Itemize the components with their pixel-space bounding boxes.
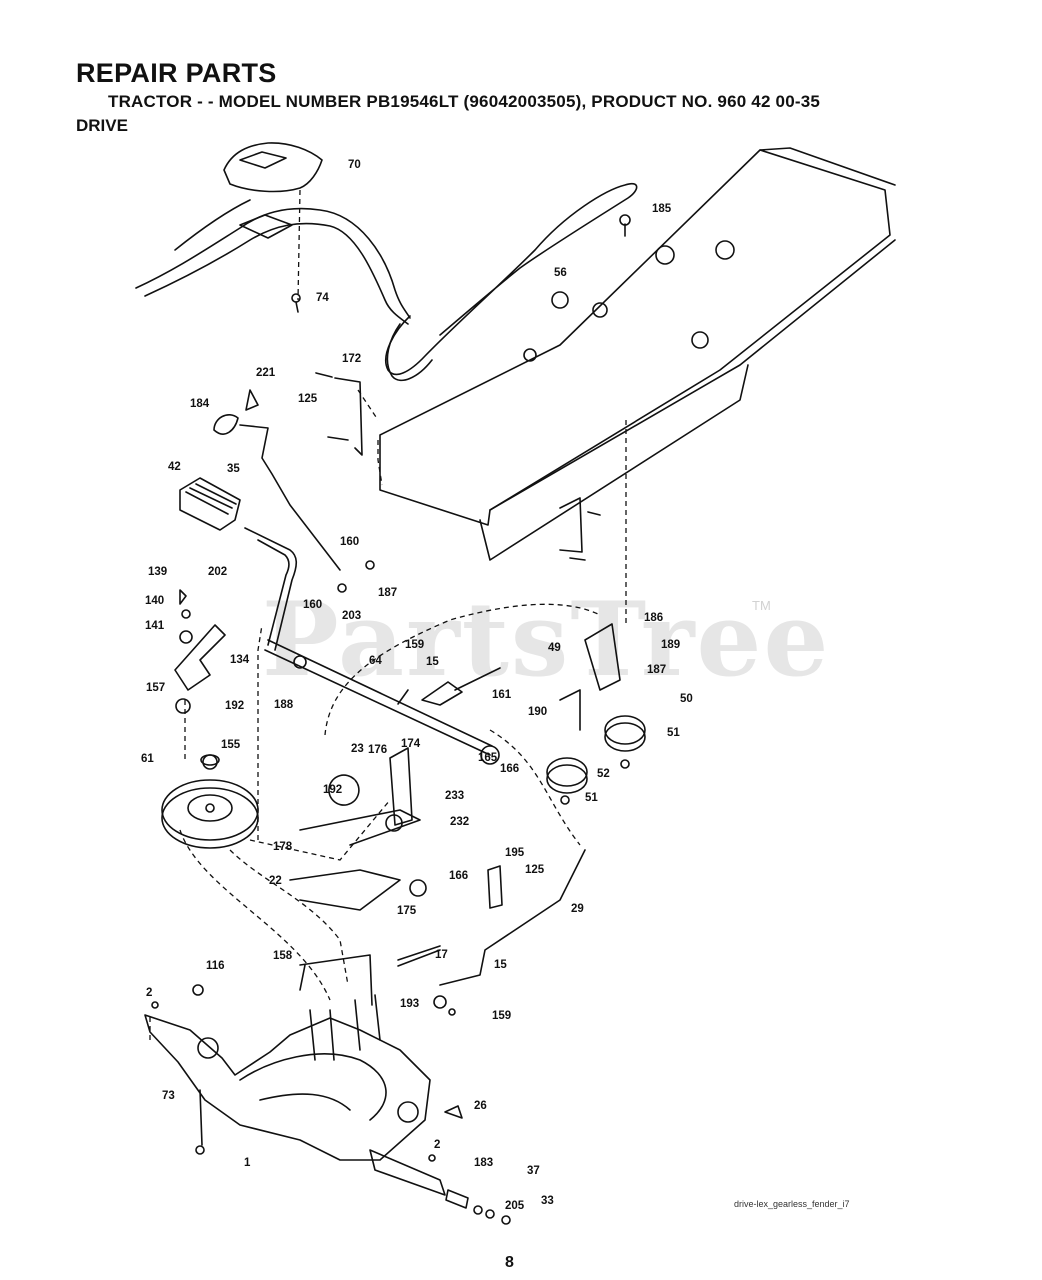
idler-pulley-part [546,623,646,805]
callout-label: 157 [146,682,166,694]
callout-label: 140 [145,595,165,607]
callout-label: 172 [342,353,362,365]
callout-label: 35 [227,463,240,475]
page-title: REPAIR PARTS [76,58,277,88]
callout-label: 125 [525,864,545,876]
hardware-part [151,214,631,1225]
callout-label: 183 [474,1157,494,1169]
lever-linkage-part [213,389,341,571]
callout-label: 192 [225,700,245,712]
shift-cover-part [223,142,323,193]
model-subtitle: TRACTOR - - MODEL NUMBER PB19546LT (9604… [108,92,821,111]
callout-label: 195 [505,847,525,859]
callout-label: 22 [269,875,282,887]
watermark-logo: PartsTree [262,580,831,700]
callout-label: 161 [492,689,512,701]
callout-label: 166 [449,870,469,882]
callout-label: 233 [445,790,465,802]
callout-label: 166 [500,763,520,775]
callout-label: 185 [652,203,672,215]
callout-label: 221 [256,367,276,379]
callout-label: 51 [585,792,598,804]
callout-label: 158 [273,950,293,962]
callout-label: 155 [221,739,241,751]
callout-label: 29 [571,903,584,915]
callout-label: 187 [378,587,398,599]
callout-label: 64 [369,655,382,667]
callout-label: 15 [426,656,439,668]
callout-label: 17 [435,949,448,961]
callout-label: 74 [316,292,329,304]
callout-label: 203 [342,610,362,622]
callout-label: 52 [597,768,610,780]
callout-label: 159 [492,1010,512,1022]
belt-route-dashes [149,189,627,1040]
callout-label: 42 [168,461,181,473]
callout-label: 141 [145,620,165,632]
callout-label: 184 [190,398,210,410]
callout-label: 174 [401,738,421,750]
callout-label: 175 [397,905,417,917]
frame-part [379,147,896,561]
callout-label: 2 [434,1139,441,1151]
section-title: DRIVE [76,116,128,135]
callout-label: 33 [541,1195,554,1207]
watermark-tm: TM [752,598,771,613]
callout-label: 56 [554,267,567,279]
callout-label: 134 [230,654,250,666]
drawing-file-note: drive-lex_gearless_fender_i7 [734,1199,850,1209]
callout-label: 139 [148,566,168,578]
callout-label: 1 [244,1157,251,1169]
callout-label: 187 [647,664,667,676]
callout-label: 37 [527,1165,540,1177]
callout-label: 188 [274,699,294,711]
callout-label: 70 [348,159,361,171]
callout-label: 176 [368,744,388,756]
callout-label: 51 [667,727,680,739]
fender-part [135,199,411,325]
transmission-part [144,954,446,1196]
callout-label: 15 [494,959,507,971]
callout-label: 159 [405,639,425,651]
callout-label: 205 [505,1200,525,1212]
drive-belt-part [385,182,638,382]
callout-label: 165 [478,752,498,764]
callout-label: 116 [206,960,225,972]
callout-label: 23 [351,743,364,755]
callout-label: 61 [141,753,154,765]
callout-label: 2 [146,987,153,999]
callout-label: 160 [303,599,323,611]
brake-pedal-part [179,477,298,651]
callout-label: 192 [323,784,343,796]
callout-label: 202 [208,566,228,578]
callout-label: 125 [298,393,318,405]
control-rods-part [289,809,586,986]
callout-label: 190 [528,706,548,718]
callout-label: 49 [548,642,561,654]
page-number: 8 [505,1254,514,1271]
callout-label: 186 [644,612,664,624]
cross-shaft-part [264,639,500,765]
callout-label: 178 [273,841,293,853]
callout-label: 50 [680,693,693,705]
callout-label: 73 [162,1090,175,1102]
bracket-part [174,589,226,714]
callout-label: 26 [474,1100,487,1112]
callout-label: 232 [450,816,470,828]
callout-label: 189 [661,639,681,651]
callout-label: 193 [400,998,420,1010]
callout-label: 160 [340,536,360,548]
